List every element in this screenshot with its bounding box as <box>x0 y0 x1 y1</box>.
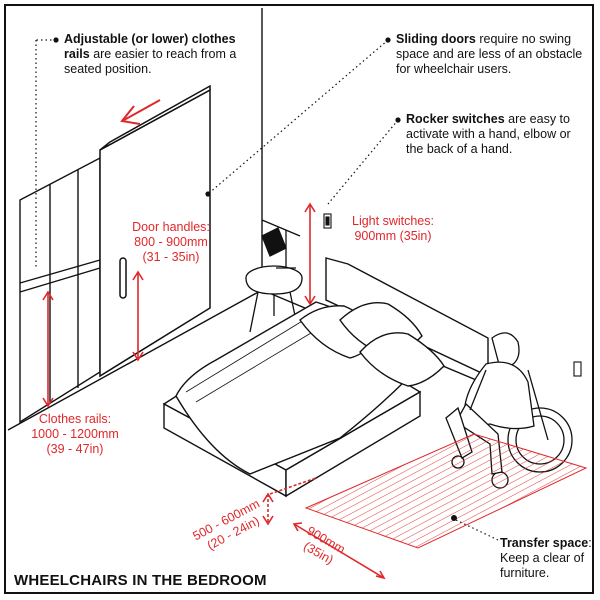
light-switches-mm: 900mm (35in) <box>354 229 432 243</box>
room-walls <box>7 8 501 431</box>
rocker-note: Rocker switches are easy to activate wit… <box>406 112 586 157</box>
bed <box>162 257 489 498</box>
dimension-lines <box>42 202 386 580</box>
door-handles-label: Door handles: 800 - 900mm (31 - 35in) <box>116 220 226 265</box>
sliding-note-bold: Sliding doors <box>396 32 476 46</box>
light-switches-title: Light switches: <box>352 214 434 228</box>
clothes-rails-label: Clothes rails: 1000 - 1200mm (39 - 47in) <box>20 412 130 457</box>
rocker-note-bold: Rocker switches <box>406 112 505 126</box>
leader-dots <box>53 37 401 197</box>
light-switches-label: Light switches: 900mm (35in) <box>346 214 440 244</box>
transfer-space-marker <box>451 515 457 521</box>
sliding-note-text: require no swing space and are less of a… <box>396 32 583 76</box>
sliding-arrow <box>120 99 161 125</box>
door-handles-in: (31 - 35in) <box>142 250 200 264</box>
sliding-note: Sliding doors require no swing space and… <box>396 32 588 77</box>
clothes-rails-mm: 1000 - 1200mm <box>31 427 119 441</box>
clothes-rails-title: Clothes rails: <box>38 412 112 426</box>
transfer-note-bold: Transfer space <box>500 536 589 550</box>
transfer-note-text: : Keep a clear of furniture. <box>500 536 592 580</box>
rails-note: Adjustable (or lower) clothes rails are … <box>64 32 264 77</box>
light-switch <box>323 213 582 377</box>
transfer-space-area <box>304 433 588 549</box>
diagram-frame <box>4 4 594 594</box>
diagram-title: WHEELCHAIRS IN THE BEDROOM <box>14 572 267 589</box>
rocker-note-text: are easy to activate with a hand, elbow … <box>406 112 571 156</box>
door-handles-mm: 800 - 900mm <box>134 235 208 249</box>
door-handles-title: Door handles: <box>132 220 210 234</box>
wardrobe <box>19 156 101 424</box>
rails-note-bold: Adjustable (or lower) clothes rails <box>64 32 236 61</box>
transfer-note: Transfer space: Keep a clear of furnitur… <box>500 536 592 581</box>
clothes-rails-in: (39 - 47in) <box>46 442 104 456</box>
leader-lines <box>35 39 499 541</box>
rails-note-text: are easier to reach from a seated positi… <box>64 47 237 76</box>
sliding-door <box>99 84 211 378</box>
side-table-lamp <box>245 227 303 333</box>
